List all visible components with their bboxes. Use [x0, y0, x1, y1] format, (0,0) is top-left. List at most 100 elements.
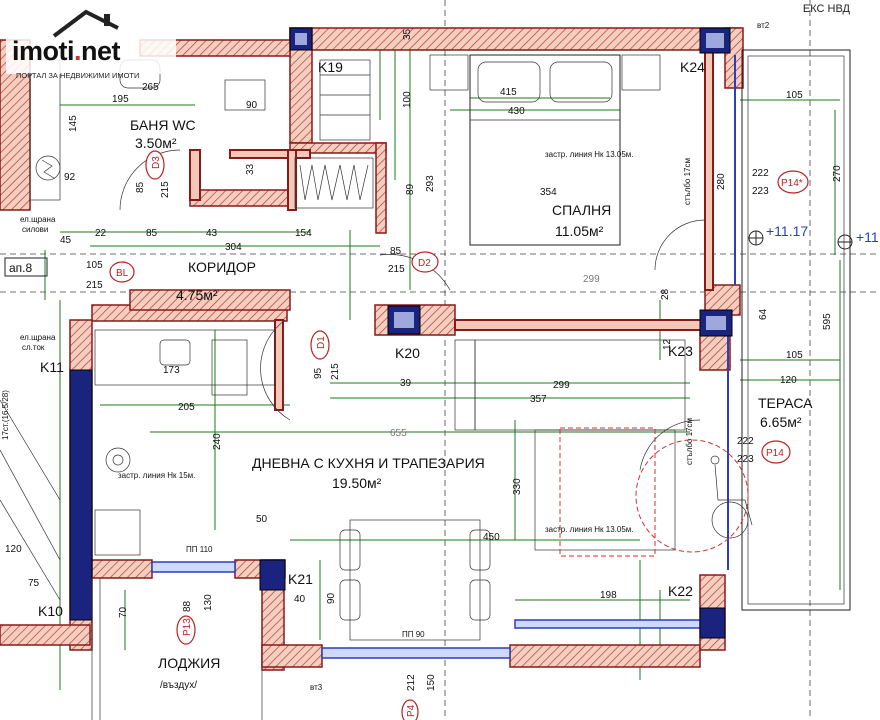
note-sill1: стълбо 17см — [683, 158, 692, 205]
door-tag-d3-w: 85 — [135, 181, 146, 193]
dim-label: 43 — [206, 228, 218, 239]
room-note-loggia: /въздух/ — [160, 680, 197, 691]
dim-label: 89 — [405, 183, 416, 195]
note-vt2: вт2 — [757, 21, 770, 30]
window-tags: P14* 222 223 P14 222 223 P13 88 130 P4 2… — [176, 168, 809, 720]
room-name-corridor: КОРИДОР — [188, 259, 256, 275]
room-area-living: 19.50м² — [332, 475, 382, 491]
door-tag-d2 — [411, 251, 439, 273]
dim-label: 70 — [118, 606, 129, 618]
door-tag-bl-h: 215 — [86, 280, 103, 291]
window-tag-p4-h: 150 — [426, 674, 437, 691]
window-tag-p14b-h: 223 — [737, 454, 754, 465]
dim-label: 195 — [112, 94, 129, 105]
room-labels: БАНЯ WC 3.50м² КОРИДОР 4.75м² СПАЛНЯ 11.… — [130, 117, 813, 691]
dim-label: 90 — [246, 100, 258, 111]
column-label-k24: K24 — [680, 59, 705, 75]
dim-label: 595 — [822, 313, 833, 330]
door-tag-d2-w: 85 — [390, 246, 402, 257]
dim-label: 75 — [28, 578, 40, 589]
apartment-box — [4, 257, 48, 277]
room-name-terrace: ТЕРАСА — [758, 395, 813, 411]
door-tag-d1 — [310, 330, 330, 360]
window-tag-p14a-w: 222 — [752, 168, 769, 179]
dimension-numbers: 195 145 92 265 90 22 85 43 304 154 45 41… — [5, 28, 843, 618]
dim-label: 85 — [146, 228, 158, 239]
door-tag-d3 — [145, 150, 165, 180]
dim-label: 40 — [294, 594, 306, 605]
door-tags: D3 85 215 D2 85 215 D1 95 215 BL 105 215 — [86, 150, 439, 380]
note-bed-line: застр. линия Нк 13.05м. — [545, 150, 634, 159]
dim-label: 265 — [142, 82, 159, 93]
door-tag-bl — [109, 261, 135, 283]
dim-label: 105 — [786, 350, 803, 361]
dim-label: 293 — [425, 175, 436, 192]
window-tag-p4-w: 212 — [406, 674, 417, 691]
window-tag-p13-h: 130 — [203, 594, 214, 611]
note-living-line: застр. линия Нк 15м. — [118, 471, 195, 480]
walls — [0, 27, 744, 671]
notes: застр. линия Нк 13.05м. застр. линия Нк … — [1, 21, 770, 692]
dim-label: 357 — [530, 394, 547, 405]
door-tag-d2-h: 215 — [388, 264, 405, 275]
window-tag-p14a — [777, 170, 809, 194]
note-terrace-line: застр. линия Нк 13.05м. — [545, 525, 634, 534]
note-shaft1b: силови — [22, 225, 48, 234]
corner-label: ЕКС НВД — [802, 3, 850, 15]
dim-label: 90 — [326, 592, 337, 604]
dim-label: 28 — [660, 288, 671, 300]
room-area-bedroom: 11.05м² — [555, 223, 604, 239]
note-vt3: вт3 — [310, 683, 323, 692]
note-shaft1: ел.щрана — [20, 215, 56, 224]
dim-label: 35 — [402, 28, 413, 40]
loggia-outline — [91, 578, 263, 720]
dim-label: 45 — [60, 235, 72, 246]
dim-label: 33 — [245, 163, 256, 175]
note-sill2: стълбо 17см — [685, 418, 694, 465]
level-markers — [748, 230, 853, 250]
dim-label: 173 — [163, 365, 180, 376]
dim-label: 120 — [5, 544, 22, 555]
level-label-1: +11.17 — [766, 223, 808, 239]
dim-label: 450 — [483, 532, 500, 543]
door-tag-d3-h: 215 — [160, 181, 171, 198]
wheelchair-area — [559, 427, 753, 557]
room-area-bathroom: 3.50м² — [135, 135, 177, 151]
terrace-outline — [727, 49, 851, 611]
dim-label: 105 — [786, 90, 803, 101]
dim-label: 299 — [583, 274, 600, 285]
dim-label: 280 — [716, 173, 727, 190]
door-swings — [0, 149, 706, 601]
door-tag-d1-h: 215 — [330, 363, 341, 380]
dim-label: 430 — [508, 106, 525, 117]
room-name-bathroom: БАНЯ WC — [130, 117, 196, 133]
dim-label: 12 — [662, 338, 673, 350]
door-tag-bl-w: 105 — [86, 260, 103, 271]
note-stairs: 17ст.(16.5/28) — [1, 390, 10, 440]
dim-label: 145 — [68, 115, 79, 132]
note-shaft2b: сл.ток — [22, 343, 45, 352]
window-tag-p14a-id: P14* — [781, 178, 803, 189]
dim-label: 100 — [402, 91, 413, 108]
room-area-terrace: 6.65м² — [760, 414, 802, 430]
room-name-living: ДНЕВНА С КУХНЯ И ТРАПЕЗАРИЯ — [252, 455, 485, 471]
house-roof-icon — [52, 9, 119, 38]
note-apartment: ап.8 — [9, 261, 33, 275]
room-name-bedroom: СПАЛНЯ — [552, 202, 611, 218]
dim-label: 22 — [95, 228, 107, 239]
dim-label: 198 — [600, 590, 617, 601]
window-tag-p4-id: P4 — [406, 704, 417, 717]
dim-label: 240 — [212, 433, 223, 450]
window-tag-p13-id: P13 — [182, 618, 193, 636]
wardrobe — [294, 59, 374, 209]
brand-wordmark: imoti.net — [12, 36, 121, 66]
partitions — [189, 49, 714, 411]
dim-label: 304 — [225, 242, 242, 253]
level-label-2: +11 — [856, 229, 879, 245]
window-tag-p4 — [401, 699, 419, 720]
column-label-k22: K22 — [668, 583, 693, 599]
note-shaft2: ел.щрана — [20, 333, 56, 342]
room-area-corridor: 4.75м² — [176, 287, 218, 303]
dim-label: 330 — [512, 478, 523, 495]
